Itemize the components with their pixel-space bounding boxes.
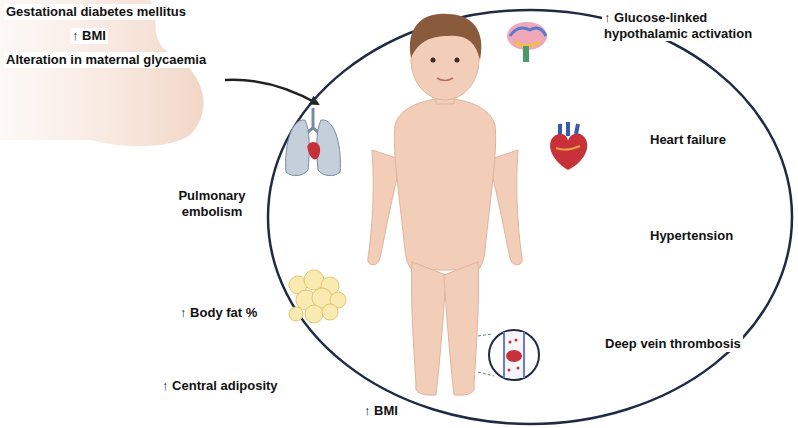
outcome-label: ↑ BMI xyxy=(362,403,400,419)
child-hair xyxy=(410,14,481,60)
outcome-label: Hypertension xyxy=(648,228,735,244)
vein-inset xyxy=(478,330,539,380)
heart-icon xyxy=(550,122,587,170)
maternal-silhouette xyxy=(0,0,204,146)
outcome-label: ↑ Central adiposity xyxy=(160,378,280,394)
outcome-label: ↑ Glucose-linked hypothalamic activation xyxy=(602,10,794,41)
outcome-label: Heart failure xyxy=(648,132,728,148)
brain-icon xyxy=(507,22,547,62)
maternal-factor: Gestational diabetes mellitus xyxy=(4,4,188,20)
outcome-label: Pulmonary embolism xyxy=(168,188,256,219)
maternal-factor: Alteration in maternal glycaemia xyxy=(4,52,208,68)
outcome-label: Deep vein thrombosis xyxy=(603,336,743,352)
child-circle xyxy=(268,10,792,424)
arrow xyxy=(225,80,318,104)
lungs-icon xyxy=(286,108,341,176)
adipose-icon xyxy=(289,270,346,323)
outcome-label: ↑ Body fat % xyxy=(178,305,259,321)
maternal-factor: ↑ BMI xyxy=(70,28,108,44)
